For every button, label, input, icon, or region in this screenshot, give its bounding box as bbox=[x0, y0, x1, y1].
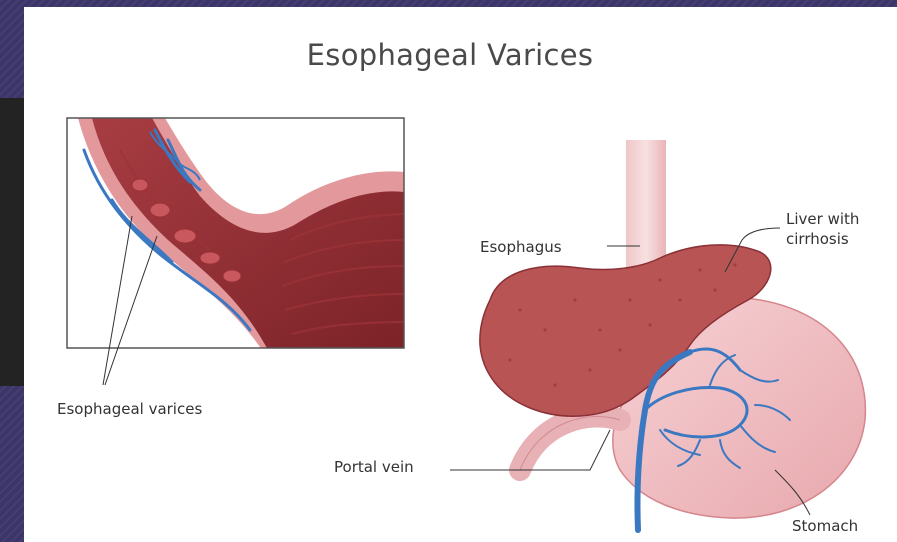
label-esophageal-varices: Esophageal varices bbox=[57, 400, 202, 418]
label-stomach: Stomach bbox=[792, 517, 858, 535]
label-portal-vein: Portal vein bbox=[334, 458, 414, 476]
label-esophagus: Esophagus bbox=[480, 238, 562, 256]
inset-cutaway bbox=[67, 118, 404, 385]
label-liver-line2: cirrhosis bbox=[786, 230, 849, 248]
label-liver-line1: Liver with bbox=[786, 210, 859, 228]
